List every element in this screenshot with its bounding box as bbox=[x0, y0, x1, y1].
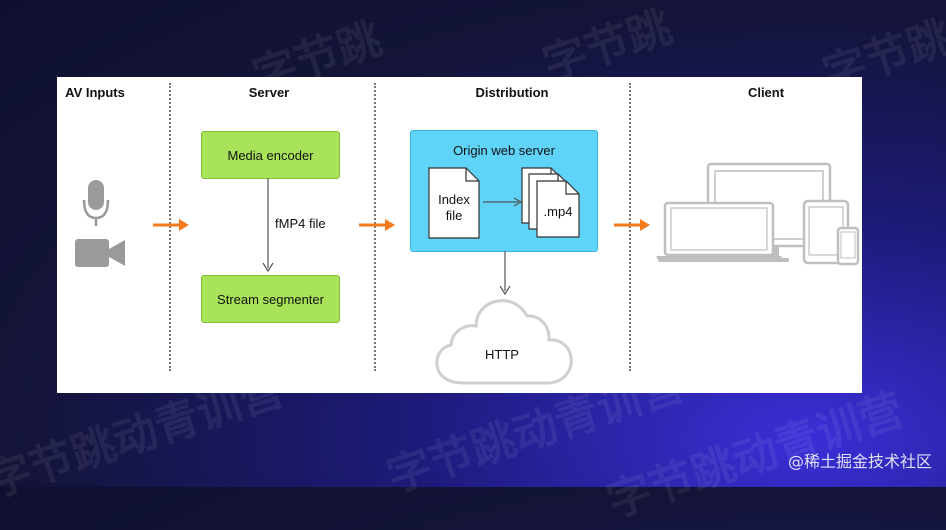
http-label: HTTP bbox=[485, 347, 519, 362]
down-arrow bbox=[499, 251, 511, 296]
cloud-icon bbox=[435, 299, 573, 385]
mp4-segments-icon bbox=[521, 167, 580, 238]
microphone-icon bbox=[82, 180, 110, 226]
laptop-icon bbox=[656, 201, 782, 262]
column-title-server: Server bbox=[248, 85, 290, 100]
column-title-client: Client bbox=[747, 85, 785, 100]
column-title-distribution: Distribution bbox=[475, 85, 549, 100]
column-divider bbox=[374, 83, 376, 371]
diagram-panel: AV Inputs Server Distribution Client Med… bbox=[57, 77, 862, 393]
phone-icon bbox=[836, 226, 860, 266]
flow-arrow bbox=[153, 219, 189, 231]
index-file-label-line1: Index bbox=[438, 192, 470, 207]
flow-arrow bbox=[359, 219, 395, 231]
origin-web-server-title: Origin web server bbox=[453, 143, 555, 158]
video-camera-icon bbox=[75, 239, 125, 267]
flow-arrow bbox=[614, 219, 650, 231]
index-file-icon bbox=[428, 167, 480, 239]
fmp4-file-label: fMP4 file bbox=[275, 216, 326, 231]
index-file-label-line2: file bbox=[445, 208, 463, 223]
origin-web-server-box: Origin web server Index file .mp4 bbox=[410, 130, 598, 252]
down-arrow bbox=[262, 178, 274, 273]
credit-text: @稀土掘金技术社区 bbox=[787, 452, 932, 471]
media-encoder-box: Media encoder bbox=[201, 131, 340, 179]
column-title-av-inputs: AV Inputs bbox=[65, 85, 125, 100]
index-file-label: Index file bbox=[428, 192, 480, 224]
stream-segmenter-box: Stream segmenter bbox=[201, 275, 340, 323]
column-divider bbox=[629, 83, 631, 371]
column-divider bbox=[169, 83, 171, 371]
segment-arrow bbox=[483, 197, 523, 207]
mp4-label: .mp4 bbox=[543, 204, 573, 219]
